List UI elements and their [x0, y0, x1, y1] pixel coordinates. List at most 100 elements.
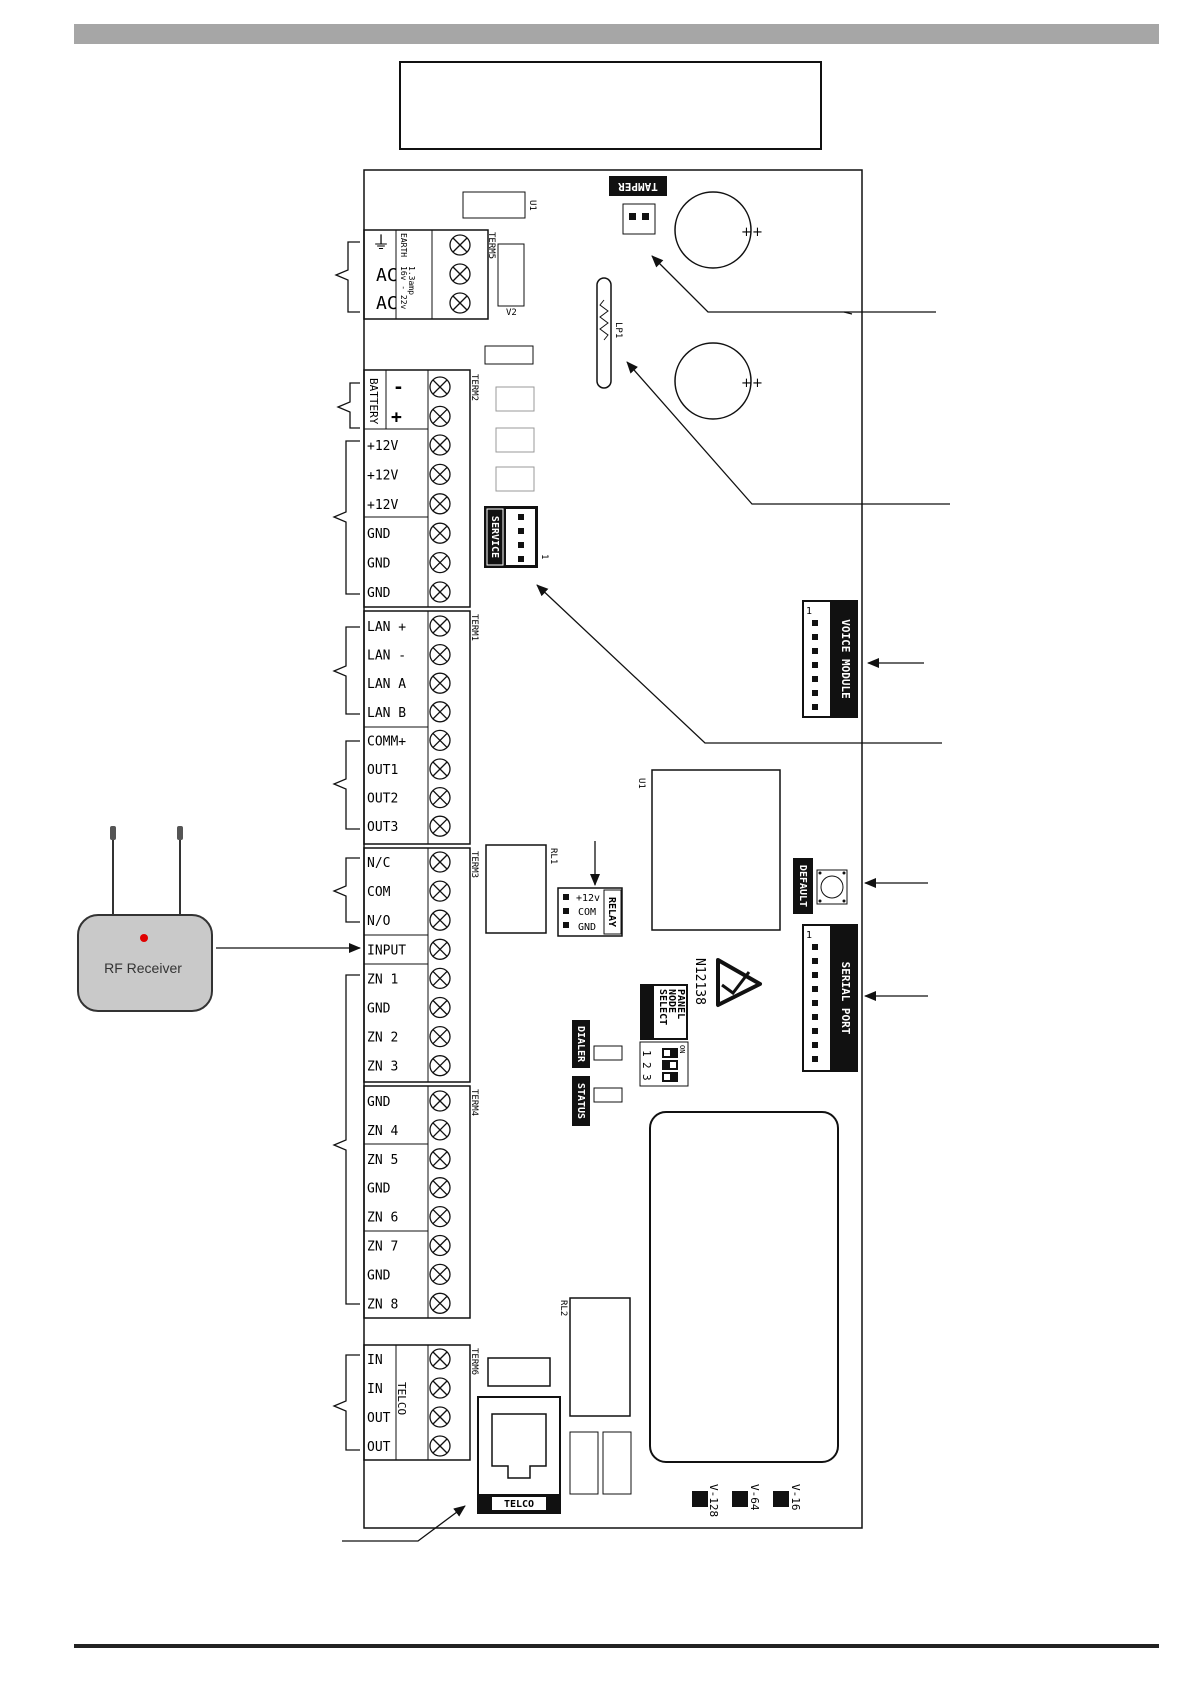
connector-pin [812, 634, 818, 640]
screw-terminal-icon [429, 434, 451, 456]
rl1-label: RL1 [548, 848, 558, 864]
terminal-label: GND [367, 527, 391, 542]
service-connector: SERVICE 1 [484, 506, 549, 568]
terminal-label: LAN B [367, 706, 406, 721]
svg-text:TERM3: TERM3 [469, 851, 479, 878]
terminal-label: IN [367, 1353, 383, 1368]
svg-text:+: + [752, 225, 763, 240]
screw-terminal-icon [429, 1377, 451, 1399]
header-bar [74, 24, 1159, 44]
capacitor-1: + + [674, 191, 763, 269]
screw-terminal-icon [449, 263, 471, 285]
callout-arrows [216, 255, 950, 1542]
svg-text:NODE: NODE [666, 989, 677, 1013]
screw-terminal-icon [429, 1435, 451, 1457]
voice-module-label: VOICE MODULE [839, 619, 852, 698]
screw-terminal-icon [449, 234, 471, 256]
svg-text:TERM1: TERM1 [469, 614, 479, 641]
svg-text:TERM6: TERM6 [469, 1348, 479, 1375]
terminal-label: +12V [367, 439, 398, 454]
voice-module-connector: VOICE MODULE 1 [802, 600, 858, 718]
svg-text:1: 1 [806, 930, 812, 941]
screw-terminal-icon [429, 851, 451, 873]
screw-terminal-icon [429, 615, 451, 637]
terminal-label: ZN 3 [367, 1060, 398, 1075]
screw-terminal-icon [429, 815, 451, 837]
terminal-label: COM [367, 885, 391, 900]
connector-pin [812, 704, 818, 710]
component-a [569, 1431, 599, 1495]
title-box [399, 61, 822, 150]
svg-text:V-128: V-128 [707, 1484, 720, 1517]
v2-component [497, 243, 525, 307]
terminal-label: ZN 7 [367, 1240, 398, 1255]
screw-terminal-icon [429, 1148, 451, 1170]
screw-terminal-icon [449, 292, 471, 314]
terminal-label: N/C [367, 856, 390, 871]
terminal-label: LAN + [367, 620, 406, 635]
dialer-led: DIALER [572, 1020, 623, 1068]
u1-top-component [462, 191, 526, 219]
terminal-label: ZN 1 [367, 972, 398, 987]
term5-earth: EARTH [399, 233, 408, 257]
screw-terminal-icon [429, 405, 451, 428]
screw-terminal-icon [429, 1292, 451, 1314]
terminal-label: +12V [367, 498, 398, 513]
screw-terminal-icon [429, 1119, 451, 1141]
svg-text:SELECT: SELECT [657, 989, 668, 1025]
terminal-label: OUT [367, 1440, 391, 1455]
terminal-label: GND [367, 1182, 391, 1197]
svg-text:GND: GND [578, 922, 596, 933]
screw-terminal-icon [429, 643, 451, 666]
svg-text:ON: ON [678, 1045, 686, 1053]
rf-led-icon [140, 934, 148, 942]
rf-receiver-label: RF Receiver [104, 960, 182, 976]
connector-pin [812, 676, 818, 682]
screw-terminal-icon [429, 522, 451, 544]
telco-jack: TELCO [477, 1396, 561, 1514]
serial-port-label: SERIAL PORT [839, 962, 852, 1035]
relay-label: RELAY [606, 897, 617, 927]
term6-block: TELCO TERM6 [363, 1344, 479, 1461]
connector-pin [812, 986, 818, 992]
screw-terminal-icon [429, 581, 451, 603]
svg-text:1: 1 [640, 1050, 653, 1057]
terminal-label: ZN 2 [367, 1031, 398, 1046]
terminal-label: N/O [367, 914, 391, 929]
svg-text:TERM2: TERM2 [469, 374, 479, 401]
connector-pin [812, 1042, 818, 1048]
certification-mark: N12138 [692, 958, 762, 1007]
term1-block: TERM1 [363, 610, 479, 845]
cert-number: N12138 [692, 958, 707, 1005]
u1-chip [651, 769, 781, 931]
term2-block: BATTERY - + TERM2 [363, 369, 479, 608]
screw-terminal-icon [429, 1348, 451, 1370]
terminal-label: OUT [367, 1411, 391, 1426]
tamper-connector: TAMPER [609, 176, 667, 235]
connector-pin [812, 620, 818, 626]
terminal-label: GND [367, 1095, 391, 1110]
side-braces [332, 241, 360, 1451]
screw-terminal-icon [429, 996, 451, 1019]
screw-terminal-icon [429, 376, 451, 398]
svg-text:+: + [391, 407, 402, 428]
connector-pin [812, 944, 818, 950]
screw-terminal-icon [429, 1177, 451, 1199]
svg-text:LP1: LP1 [613, 322, 623, 338]
screw-terminal-icon [429, 938, 451, 960]
terminal-label: LAN A [367, 677, 406, 692]
screw-terminal-icon [429, 1234, 451, 1257]
svg-text:V-16: V-16 [789, 1484, 802, 1511]
resistor-block [484, 345, 534, 365]
terminal-label: OUT3 [367, 820, 398, 835]
service-label: SERVICE [489, 516, 500, 558]
default-button: DEFAULT [793, 858, 848, 914]
term5-rating: 16v - 22v [399, 266, 408, 310]
svg-text:+: + [741, 225, 752, 240]
rl1-relay [485, 844, 547, 934]
screw-terminal-icon [429, 493, 451, 515]
connector-pin [812, 690, 818, 696]
telco-fuse [487, 1357, 551, 1387]
connector-pin [812, 1000, 818, 1006]
